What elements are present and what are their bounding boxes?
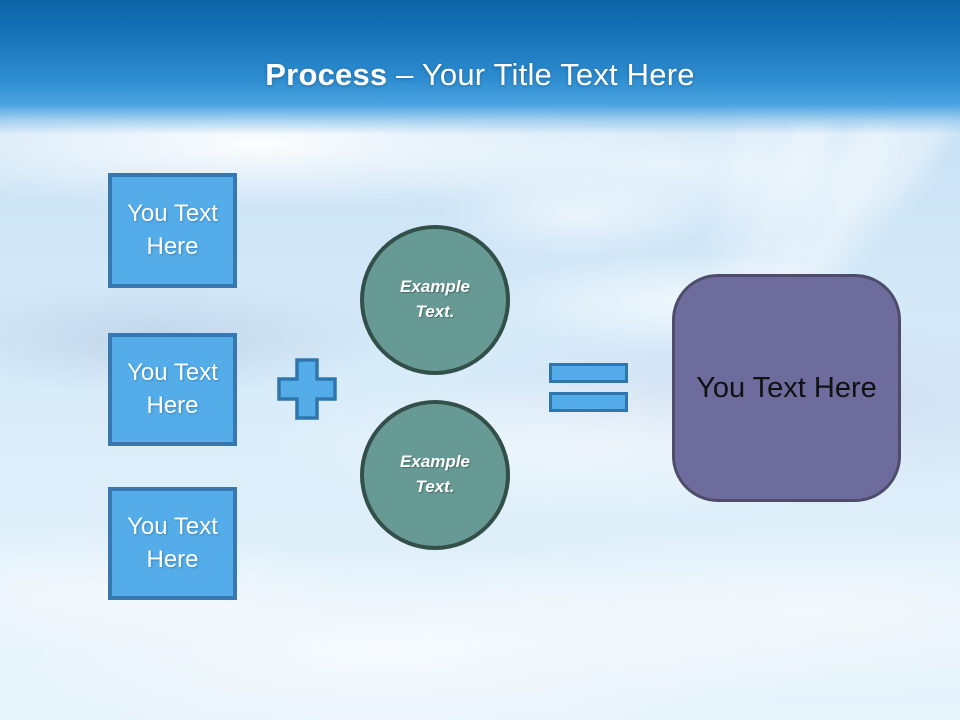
input-box-label: You Text Here [127, 513, 218, 573]
equals-icon[interactable] [549, 363, 628, 412]
example-circle-label: Example Text. [400, 452, 470, 496]
slide-title-emphasis: Process [265, 57, 388, 92]
plus-icon[interactable] [277, 358, 337, 420]
input-box-label: You Text Here [127, 200, 218, 260]
example-circle-label: Example Text. [400, 277, 470, 321]
slide-title: Process – Your Title Text Here [0, 55, 960, 95]
input-box-1[interactable]: You Text Here [108, 173, 237, 288]
result-box[interactable]: You Text Here [672, 274, 901, 502]
input-box-2[interactable]: You Text Here [108, 333, 237, 446]
example-circle-1[interactable]: Example Text. [360, 225, 510, 375]
input-box-label: You Text Here [127, 359, 218, 419]
equals-bar-bottom [549, 392, 628, 412]
title-banner: Process – Your Title Text Here [0, 0, 960, 134]
slide-title-rest: – Your Title Text Here [396, 57, 695, 92]
input-box-3[interactable]: You Text Here [108, 487, 237, 600]
example-circle-2[interactable]: Example Text. [360, 400, 510, 550]
result-box-label: You Text Here [696, 371, 877, 404]
equals-bar-top [549, 363, 628, 383]
